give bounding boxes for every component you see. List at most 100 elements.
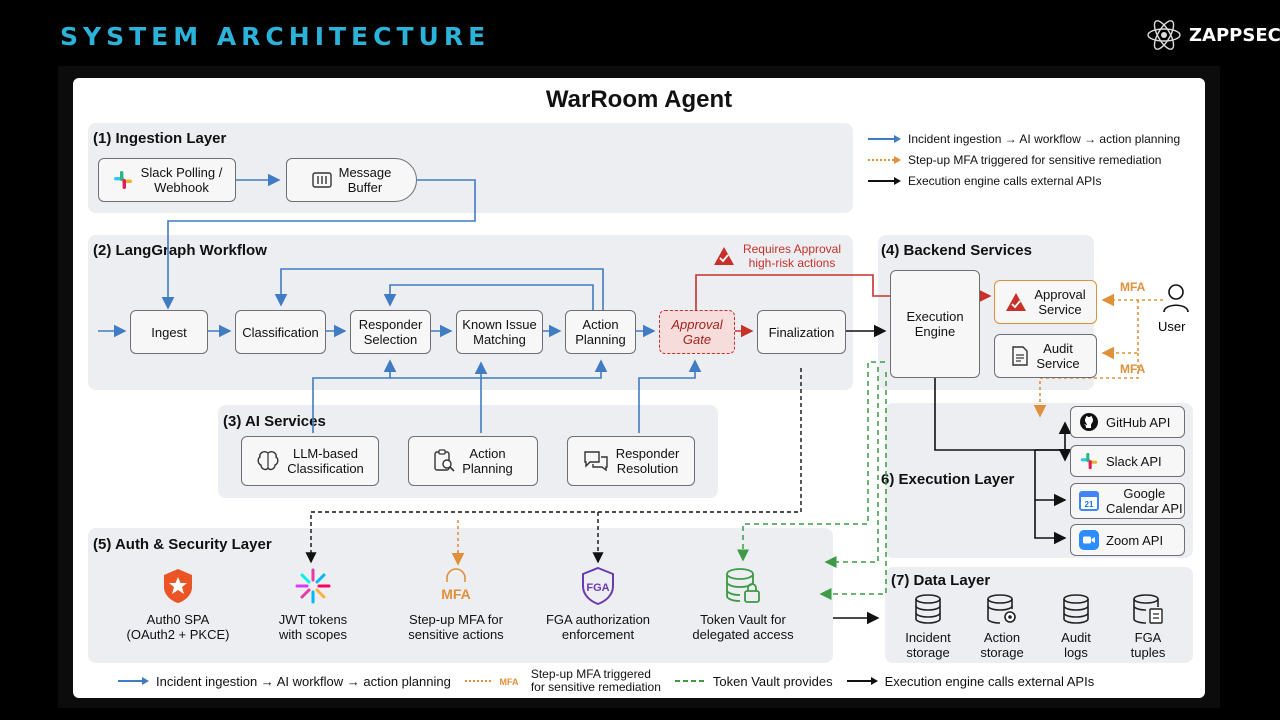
auth0-item: Auth0 SPA (OAuth2 + PKCE) — [103, 564, 253, 642]
chat-bubbles-icon — [583, 450, 609, 472]
github-api-node: GitHub API — [1070, 406, 1185, 438]
bottom-legend-orange: MFA Step-up MFA triggered for sensitive … — [464, 667, 661, 694]
action-planning-label: Action Planning — [575, 317, 626, 347]
bottom-legend-mfa-icon: MFA — [499, 677, 518, 687]
data-title: (7) Data Layer — [891, 572, 991, 589]
legend-blue: Incident ingestion → AI workflow → actio… — [868, 132, 1180, 146]
execution-engine-label: Execution Engine — [906, 309, 964, 339]
token-vault-label: Token Vault for delegated access — [692, 612, 794, 642]
database-icon — [915, 594, 941, 624]
finalization-node: Finalization — [757, 310, 846, 354]
slack-polling-label: Slack Polling / Webhook — [140, 165, 223, 195]
diagram-title: WarRoom Agent — [545, 86, 733, 113]
bottom-legend-orange-text: Step-up MFA triggered for sensitive reme… — [530, 667, 661, 694]
bottom-legend-green-text: Token Vault provides — [712, 673, 833, 689]
step-up-mfa-item: MFA Step-up MFA for sensitive actions — [381, 564, 531, 642]
database-icon — [1063, 594, 1089, 624]
database-lock-icon — [668, 564, 818, 608]
bottom-legend-blue-text: Incident ingestion → AI workflow → actio… — [156, 673, 451, 689]
slack-api-label: Slack API — [1106, 453, 1162, 469]
ingest-node: Ingest — [130, 310, 208, 354]
message-buffer-label: Message Buffer — [338, 165, 392, 195]
jwt-label: JWT tokens with scopes — [278, 612, 348, 642]
ai-action-planning-node: Action Planning — [408, 436, 538, 486]
user-icon — [1162, 283, 1190, 318]
backend-title: (4) Backend Services — [881, 242, 1032, 259]
auth0-label: Auth0 SPA (OAuth2 + PKCE) — [126, 612, 230, 642]
responder-selection-node: Responder Selection — [350, 310, 431, 354]
audit-service-node: Audit Service — [994, 334, 1097, 378]
brand-logo: ZAPPSEC — [1145, 16, 1280, 54]
calendar-day-text: 21 — [1085, 500, 1094, 509]
legend-blue-text: Incident ingestion → AI workflow → actio… — [908, 132, 1181, 146]
approval-service-label: Approval Service — [1034, 287, 1086, 317]
approval-gate-node: Approval Gate — [659, 310, 735, 354]
legend-black-text: Execution engine calls external APIs — [908, 174, 1102, 188]
database-document-icon — [1133, 594, 1163, 624]
llm-classification-label: LLM-based Classification — [287, 446, 364, 476]
jwt-icon — [238, 564, 388, 608]
responder-resolution-node: Responder Resolution — [567, 436, 695, 486]
brain-icon — [256, 450, 280, 472]
legend-black: Execution engine calls external APIs — [868, 174, 1101, 188]
known-issue-matching-label: Known Issue Matching — [462, 317, 537, 347]
clipboard-search-icon — [433, 449, 455, 473]
slack-api-node: Slack API — [1070, 445, 1185, 477]
database-gear-icon — [987, 594, 1016, 624]
ingestion-title: (1) Ingestion Layer — [93, 130, 227, 147]
responder-resolution-label: Responder Resolution — [615, 446, 680, 476]
fga-tuples-label: FGA tuples — [1130, 630, 1166, 660]
bottom-legend-black: Execution engine calls external APIs — [846, 673, 1095, 689]
atom-logo-icon — [1147, 20, 1181, 50]
llm-classification-node: LLM-based Classification — [241, 436, 379, 486]
fga-item: FGA FGA authorization enforcement — [523, 564, 673, 642]
responder-selection-label: Responder Selection — [358, 317, 423, 347]
google-calendar-icon: 21 — [1079, 491, 1099, 511]
github-api-label: GitHub API — [1106, 414, 1171, 430]
action-planning-node: Action Planning — [565, 310, 636, 354]
fga-label: FGA authorization enforcement — [545, 612, 651, 642]
workflow-title: (2) LangGraph Workflow — [93, 242, 267, 259]
bottom-legend-black-text: Execution engine calls external APIs — [884, 673, 1095, 689]
zoom-icon — [1079, 530, 1099, 550]
execution-title: 6) Execution Layer — [881, 471, 1015, 488]
known-issue-matching-node: Known Issue Matching — [456, 310, 543, 354]
auth0-shield-icon — [103, 564, 253, 608]
approval-note: Requires Approval high-risk actions — [742, 242, 842, 270]
incident-storage-item: Incident storage — [893, 593, 963, 660]
execution-engine-node: Execution Engine — [890, 270, 980, 378]
token-vault-item: Token Vault for delegated access — [668, 564, 818, 642]
audit-logs-label: Audit logs — [1061, 630, 1091, 660]
bottom-legend-blue: Incident ingestion → AI workflow → actio… — [118, 674, 451, 689]
audit-logs-item: Audit logs — [1041, 593, 1111, 660]
github-icon — [1079, 412, 1099, 432]
mfa-icon-text: MFA — [441, 586, 471, 602]
slack-polling-node: Slack Polling / Webhook — [98, 158, 236, 202]
mfa-tag-bottom: MFA — [1120, 362, 1146, 376]
mfa-icon: MFA — [381, 564, 531, 608]
fga-icon-text: FGA — [586, 582, 609, 594]
ai-services-title: (3) AI Services — [223, 413, 326, 430]
user-label: User — [1158, 319, 1186, 334]
legend-orange: Step-up MFA triggered for sensitive reme… — [868, 153, 1161, 167]
security-title: (5) Auth & Security Layer — [93, 536, 272, 553]
classification-label: Classification — [242, 324, 319, 340]
approval-gate-label: Approval Gate — [671, 317, 723, 347]
fga-tuples-item: FGA tuples — [1113, 593, 1183, 660]
approval-service-node: Approval Service — [994, 280, 1097, 324]
message-buffer-node: Message Buffer — [286, 158, 417, 202]
fga-shield-icon: FGA — [523, 564, 673, 608]
action-storage-label: Action storage — [980, 630, 1024, 660]
google-calendar-api-node: 21 Google Calendar API — [1070, 483, 1185, 519]
diagram-canvas: WarRoom Agent (1) Ingestion Layer (2) La… — [73, 78, 1205, 698]
google-calendar-api-label: Google Calendar API — [1106, 486, 1183, 516]
incident-storage-label: Incident storage — [905, 630, 951, 660]
mfa-tag-top: MFA — [1120, 280, 1146, 294]
brand-name: ZAPPSEC — [1189, 24, 1280, 46]
step-up-mfa-label: Step-up MFA for sensitive actions — [408, 612, 504, 642]
legend-orange-text: Step-up MFA triggered for sensitive reme… — [908, 153, 1162, 167]
bottom-legend-green: Token Vault provides — [674, 673, 833, 689]
ai-action-planning-label: Action Planning — [462, 446, 513, 476]
audit-service-label: Audit Service — [1036, 341, 1080, 371]
data-panel — [885, 567, 1193, 663]
